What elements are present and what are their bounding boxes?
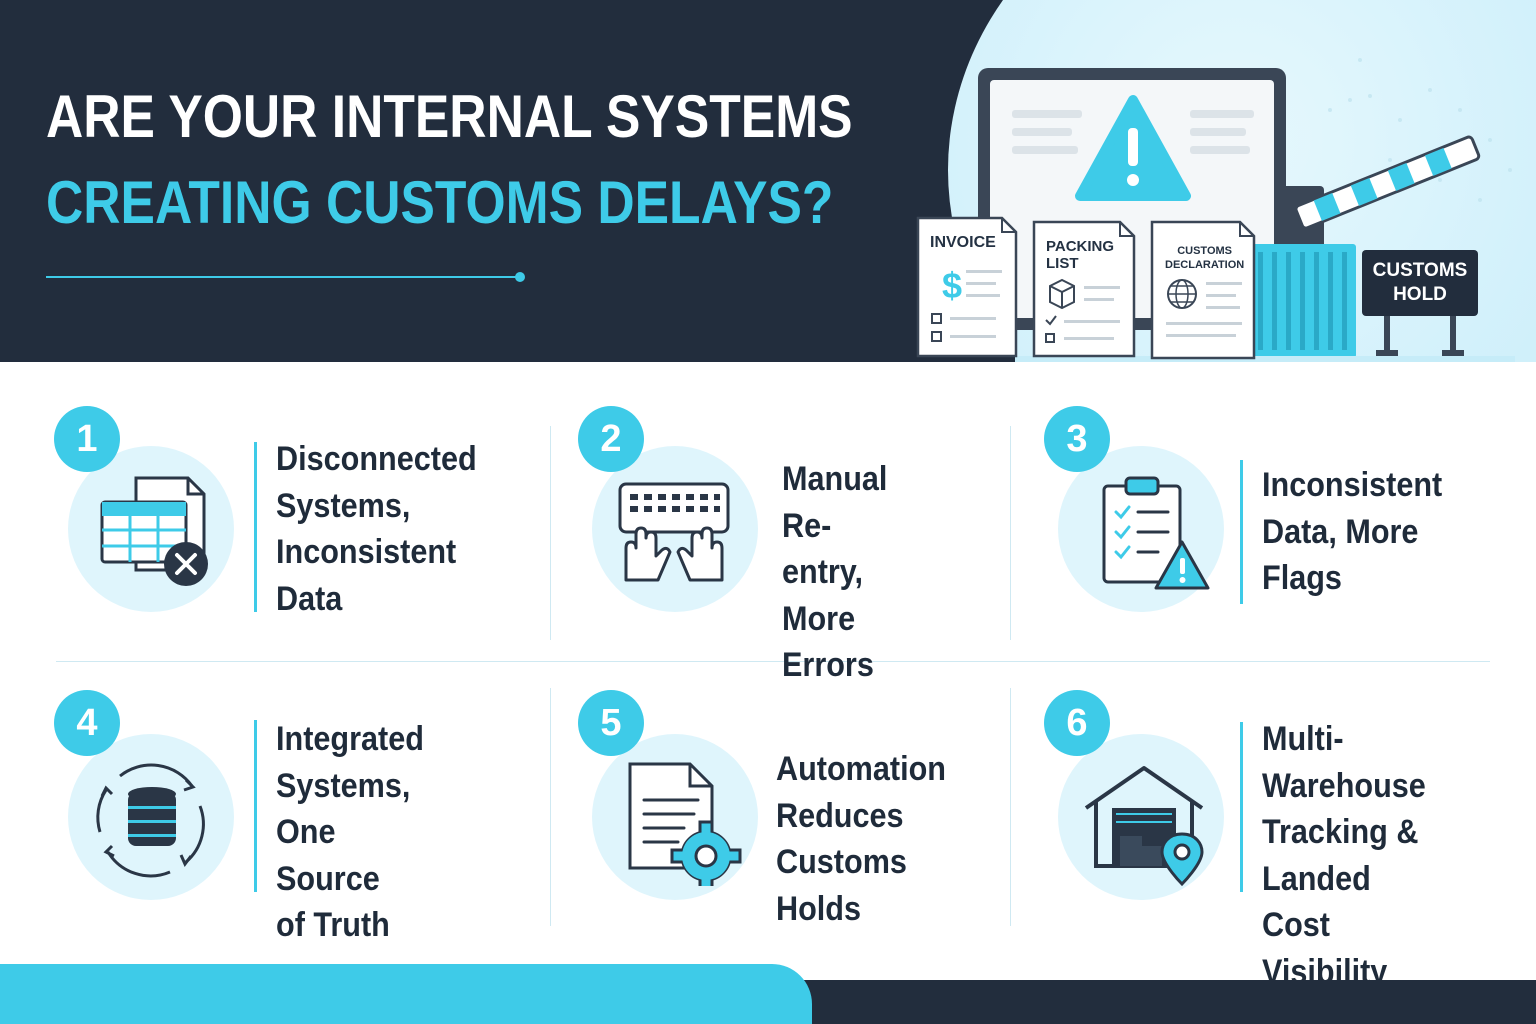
footer-band-accent (0, 964, 812, 1024)
packing-list-label: PACKING LIST (1046, 238, 1115, 272)
customs-declaration-label: CUSTOMS DECLARATION (1165, 245, 1245, 271)
customs-hold-sign: CUSTOMS HOLD (1362, 250, 1478, 316)
item-label: Multi-Warehouse Tracking & Landed Cost V… (1262, 720, 1426, 991)
spreadsheet-error-icon (100, 476, 208, 586)
customs-illustration: $ (916, 58, 1515, 362)
database-sync-icon (96, 763, 205, 878)
step-badge: 4 (54, 690, 120, 756)
header-banner: ARE YOUR INTERNAL SYSTEMS CREATING CUSTO… (0, 0, 1536, 362)
invoice-label: INVOICE (930, 234, 996, 251)
item-label: Manual Re-entry, More Errors (782, 460, 888, 684)
step-badge: 5 (578, 690, 644, 756)
svg-text:$: $ (942, 265, 962, 306)
customs-hold-sign-text: CUSTOMS HOLD (1372, 260, 1468, 305)
column-divider (550, 688, 551, 926)
item-label: Automation Reduces Customs Holds (776, 750, 946, 928)
customs-declaration-document-icon (1150, 220, 1256, 360)
step-badge: 1 (54, 406, 120, 472)
column-divider (1010, 426, 1011, 640)
step-badge: 3 (1044, 406, 1110, 472)
accent-bar (254, 442, 257, 612)
column-divider (1010, 688, 1011, 926)
item-label: Integrated Systems, One Source of Truth (276, 720, 424, 944)
accent-bar (1240, 722, 1243, 892)
title-line-2: CREATING CUSTOMS DELAYS? (46, 169, 834, 236)
accent-bar (254, 720, 257, 892)
title-underline (46, 276, 520, 278)
warehouse-location-icon (1084, 766, 1204, 887)
item-label: Inconsistent Data, More Flags (1262, 466, 1443, 597)
clipboard-warning-icon (1102, 476, 1210, 590)
item-label: Disconnected Systems, Inconsistent Data (276, 440, 477, 618)
accent-bar (1240, 460, 1243, 604)
keyboard-hands-icon (618, 482, 730, 582)
step-badge: 2 (578, 406, 644, 472)
document-gear-icon (628, 762, 742, 886)
column-divider (550, 426, 551, 640)
title-line-1: ARE YOUR INTERNAL SYSTEMS (46, 83, 853, 150)
title-underline-dot (515, 272, 525, 282)
step-badge: 6 (1044, 690, 1110, 756)
packing-list-document-icon (1032, 220, 1136, 358)
invoice-document-icon: $ (916, 216, 1018, 358)
row-divider (56, 661, 1490, 662)
